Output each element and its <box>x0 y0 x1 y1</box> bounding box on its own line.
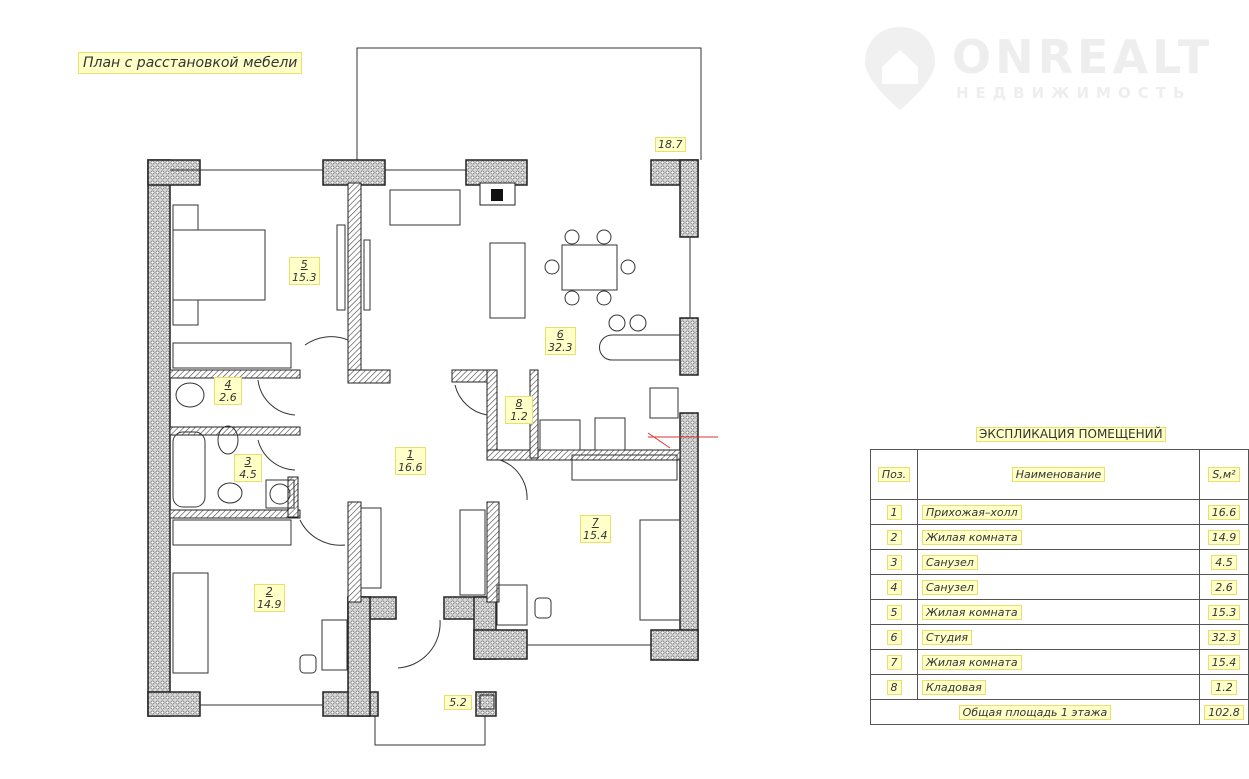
table-total-row: Общая площадь 1 этажа 102.8 <box>870 699 1249 725</box>
toilet <box>175 382 205 408</box>
row-area: 4.5 <box>1211 554 1237 570</box>
wardrobe <box>571 454 678 481</box>
table-row: 6 Студия 32.3 <box>870 624 1249 650</box>
row-pos: 6 <box>886 629 902 645</box>
header-area: S,м² <box>1208 467 1240 482</box>
dining-table <box>561 244 618 291</box>
row-name: Жилая комната <box>922 604 1022 620</box>
row-name: Жилая комната <box>922 654 1022 670</box>
desk <box>321 619 348 671</box>
row-area: 15.4 <box>1207 654 1241 670</box>
sofa <box>639 519 681 621</box>
row-name: Санузел <box>922 579 978 595</box>
washing-machine <box>265 479 295 509</box>
row-area: 16.6 <box>1207 504 1241 520</box>
row-pos: 1 <box>886 504 902 520</box>
total-area: 102.8 <box>1204 704 1244 720</box>
row-area: 15.3 <box>1207 604 1241 620</box>
row-pos: 5 <box>886 604 902 620</box>
watermark-brand: ONREALT <box>952 30 1214 84</box>
row-pos: 3 <box>886 554 902 570</box>
washbasin <box>217 482 243 504</box>
desk <box>496 584 528 626</box>
row-area: 2.6 <box>1211 579 1237 595</box>
row-name: Студия <box>922 629 972 645</box>
explication-table: Поз. Наименование S,м² 1 Прихожая–холл 16.… <box>870 449 1249 725</box>
bed <box>172 229 266 301</box>
row-pos: 4 <box>886 579 902 595</box>
table-row: 3 Санузел 4.5 <box>870 549 1249 575</box>
row-pos: 7 <box>886 654 902 670</box>
table-row: 4 Санузел 2.6 <box>870 574 1249 600</box>
floor-plan <box>147 47 718 746</box>
row-name: Прихожая–холл <box>922 504 1022 520</box>
furniture <box>170 169 691 706</box>
sofa <box>172 572 209 674</box>
row-pos: 8 <box>886 679 902 695</box>
header-pos: Поз. <box>877 467 911 482</box>
stove <box>594 417 626 451</box>
row-area: 14.9 <box>1207 529 1241 545</box>
exterior-walls <box>147 159 699 717</box>
table-row: 2 Жилая комната 14.9 <box>870 524 1249 550</box>
house-pin-icon <box>865 27 935 110</box>
table-row: 1 Прихожая–холл 16.6 <box>870 499 1249 525</box>
row-pos: 2 <box>886 529 902 545</box>
header-name: Наименование <box>1011 467 1106 482</box>
row-area: 1.2 <box>1211 679 1237 695</box>
terrace-area-label: 18.7 <box>655 137 686 152</box>
wardrobe <box>172 342 292 369</box>
watermark-logo: ONREALT НЕДВИЖИМОСТЬ <box>860 22 1209 116</box>
sofa <box>389 189 461 226</box>
table-row: 8 Кладовая 1.2 <box>870 674 1249 700</box>
row-name: Кладовая <box>922 679 986 695</box>
wardrobe <box>459 509 486 596</box>
watermark-subtitle: НЕДВИЖИМОСТЬ <box>956 84 1192 102</box>
bathtub <box>172 431 206 508</box>
sofa <box>489 242 526 319</box>
plan-title: План с расстановкой мебели <box>78 52 303 74</box>
total-label: Общая площадь 1 этажа <box>958 704 1112 720</box>
row-area: 32.3 <box>1207 629 1241 645</box>
toilet <box>217 425 239 455</box>
sink <box>649 387 679 419</box>
table-row: 7 Жилая комната 15.4 <box>870 649 1249 675</box>
row-name: Жилая комната <box>922 529 1022 545</box>
wardrobe <box>172 519 292 546</box>
table-header: Поз. Наименование S,м² <box>870 449 1249 500</box>
terrace-outline <box>356 47 702 746</box>
row-name: Санузел <box>922 554 978 570</box>
porch-area-label: 5.2 <box>444 695 472 710</box>
explication-title: ЭКСПЛИКАЦИЯ ПОМЕЩЕНИЙ <box>976 427 1166 442</box>
table-row: 5 Жилая комната 15.3 <box>870 599 1249 625</box>
